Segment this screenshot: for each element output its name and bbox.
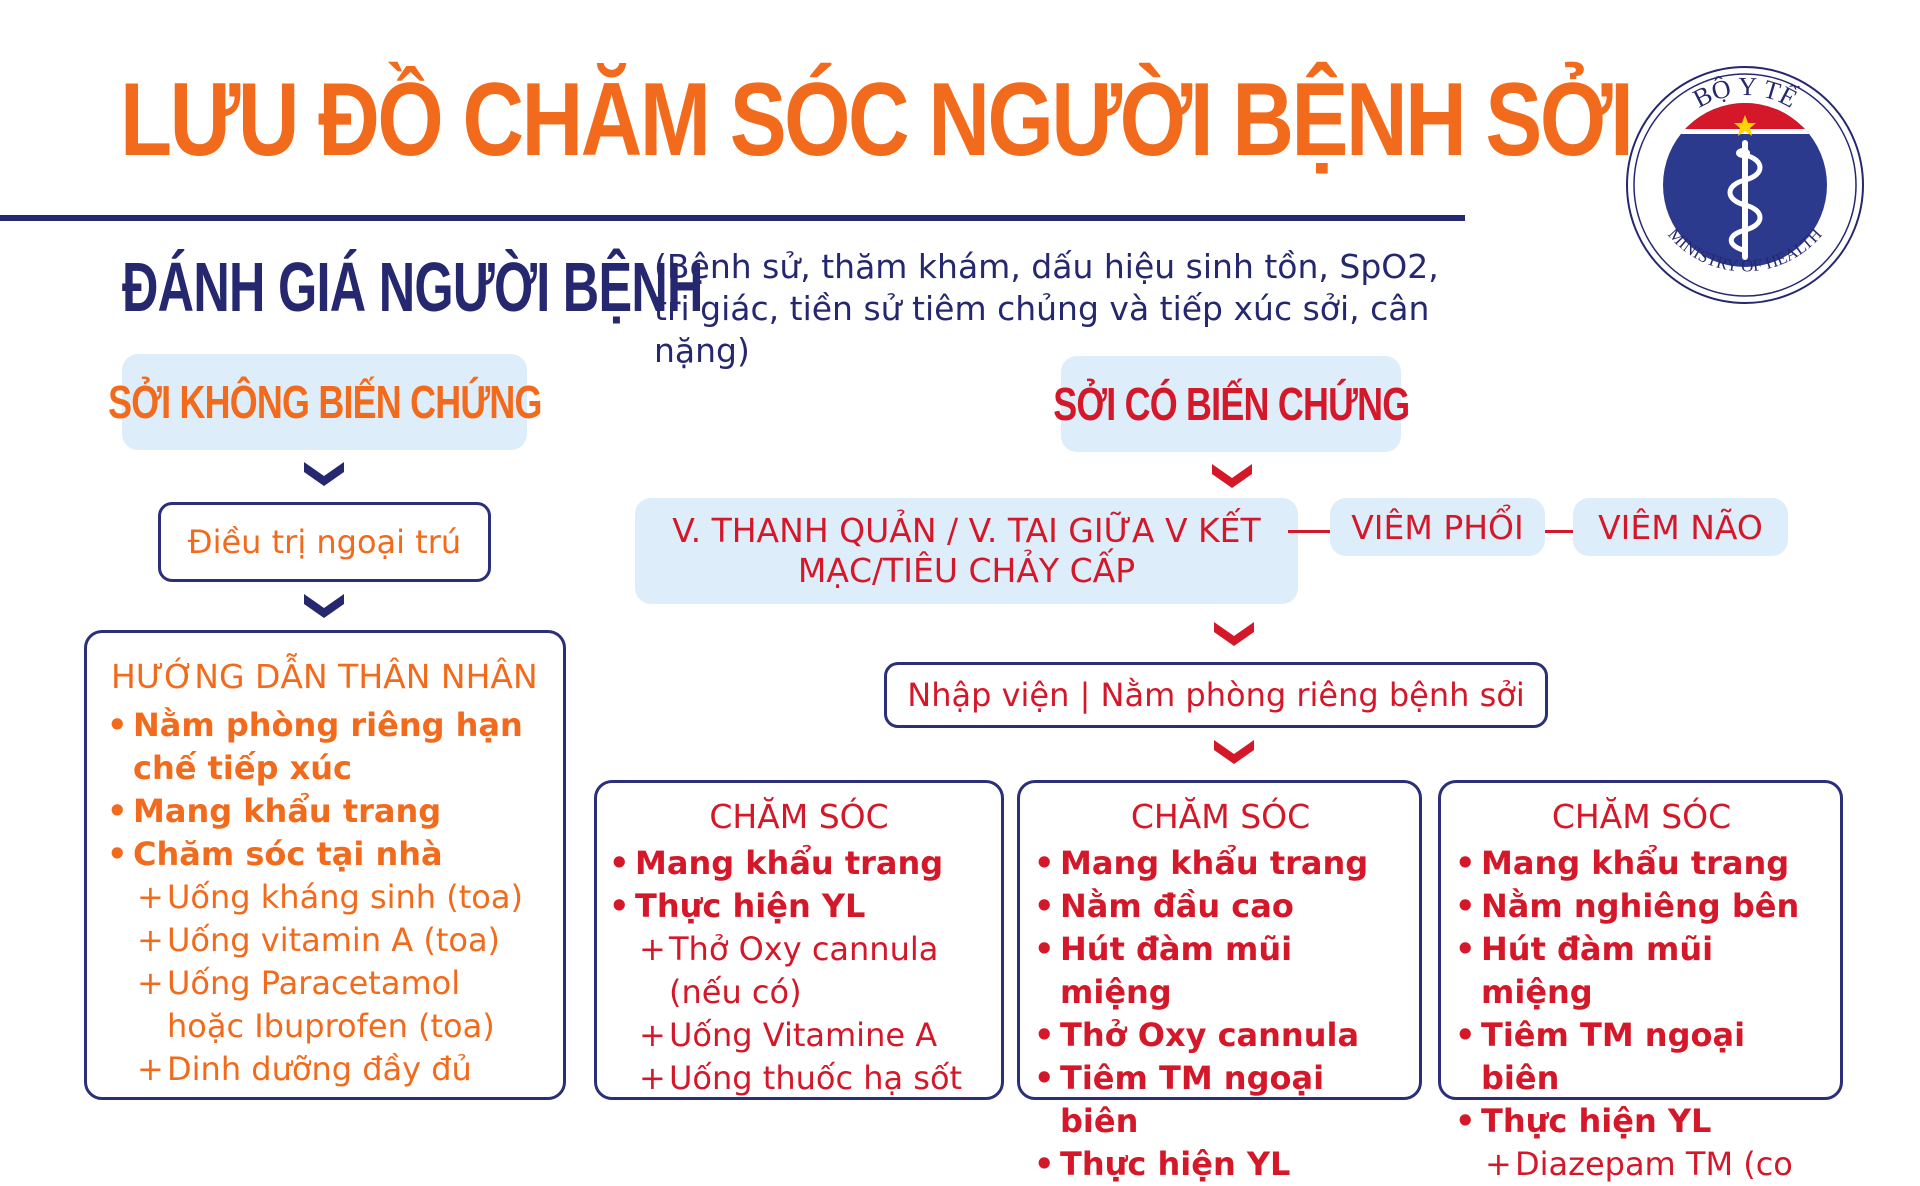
sub-item: Uống vitamin A (toa) <box>137 919 545 962</box>
sub-item: Uống Paracetamol hoặc Ibuprofen (toa) <box>137 962 545 1048</box>
sub-item: Uống Vitamine A <box>639 1014 989 1057</box>
sub-item: Uống thuốc hạ sốt <box>639 1057 989 1100</box>
uncomplicated-measles-box: SỞI KHÔNG BIẾN CHỨNG <box>108 354 542 450</box>
family-guide-list: Nằm phòng riêng hạn chế tiếp xúcMang khẩ… <box>107 704 545 1091</box>
uncomplicated-header: SỞI KHÔNG BIẾN CHỨNG <box>107 376 542 428</box>
admission-label: Nhập viện | Nằm phòng riêng bệnh sởi <box>907 676 1525 714</box>
complication-pneumonia-box: VIÊM PHỔI <box>1330 498 1545 556</box>
bullet-item: Chăm sóc tại nhà <box>107 833 545 876</box>
sub-item: Diazepam TM (co <box>1485 1143 1828 1186</box>
chevron-down-icon <box>1212 736 1256 766</box>
bullet-item: Mang khẩu trang <box>1455 842 1828 885</box>
title-divider <box>0 215 1465 221</box>
complication-pneumonia-label: VIÊM PHỔI <box>1351 507 1524 547</box>
complication-laryngitis-box: V. THANH QUẢN / V. TAI GIỮA V KẾT MẠC/TI… <box>635 498 1298 604</box>
care-list: Mang khẩu trangNằm đầu caoHút đàm mũi mi… <box>1034 842 1407 1186</box>
staff-of-asclepius-icon: BỘ Y TẾ MINISTRY OF HEALTH <box>1626 66 1864 304</box>
bullet-item: Hút đàm mũi miệng <box>1034 928 1407 1014</box>
bullet-item: Nằm nghiêng bên <box>1455 885 1828 928</box>
complicated-header: SỞI CÓ BIẾN CHỨNG <box>1052 378 1410 430</box>
bullet-item: Tiêm TM ngoại biên <box>1455 1014 1828 1100</box>
care-list: Mang khẩu trangNằm nghiêng bênHút đàm mũ… <box>1455 842 1828 1186</box>
chevron-down-icon <box>302 590 346 620</box>
bullet-item: Nằm phòng riêng hạn chế tiếp xúc <box>107 704 545 790</box>
assessment-heading: ĐÁNH GIÁ NGƯỜI BỆNH <box>122 248 703 326</box>
sub-item: Dinh dưỡng đầy đủ <box>137 1048 545 1091</box>
complication-laryngitis-label: V. THANH QUẢN / V. TAI GIỮA V KẾT MẠC/TI… <box>672 511 1261 590</box>
connector-line <box>1545 530 1573 533</box>
connector-line <box>1288 530 1330 533</box>
bullet-item: Hút đàm mũi miệng <box>1455 928 1828 1014</box>
ministry-logo: BỘ Y TẾ MINISTRY OF HEALTH <box>1615 45 1875 305</box>
chevron-down-icon <box>1210 460 1254 490</box>
sub-item: Thở Oxy cannula (nếu có) <box>639 928 989 1014</box>
bullet-item: Mang khẩu trang <box>609 842 989 885</box>
page-title: LƯU ĐỒ CHĂM SÓC NGƯỜI BỆNH SỞI <box>120 62 1634 178</box>
outpatient-label: Điều trị ngoại trú <box>187 523 462 561</box>
complication-encephalitis-label: VIÊM NÃO <box>1598 507 1763 547</box>
bullet-item: Tiêm TM ngoại biên <box>1034 1057 1407 1143</box>
bullet-item: Mang khẩu trang <box>1034 842 1407 885</box>
chevron-down-icon <box>302 458 346 488</box>
care-title: CHĂM SÓC <box>1130 797 1311 836</box>
bullet-item: Mang khẩu trang <box>107 790 545 833</box>
family-guide-title: HƯỚNG DẪN THÂN NHÂN <box>111 657 538 696</box>
assessment-note: (Bệnh sử, thăm khám, dấu hiệu sinh tồn, … <box>654 247 1439 370</box>
care-title: CHĂM SÓC <box>709 797 889 836</box>
bullet-item: Thở Oxy cannula <box>1034 1014 1407 1057</box>
family-guide-box: HƯỚNG DẪN THÂN NHÂN Nằm phòng riêng hạn … <box>84 630 566 1100</box>
sub-item: Uống kháng sinh (toa) <box>137 876 545 919</box>
care-list: Mang khẩu trangThực hiện YLThở Oxy cannu… <box>609 842 989 1100</box>
complication-encephalitis-box: VIÊM NÃO <box>1573 498 1788 556</box>
outpatient-box: Điều trị ngoại trú <box>158 502 491 582</box>
care-title: CHĂM SÓC <box>1551 797 1732 836</box>
bullet-item: Thực hiện YL <box>1034 1143 1407 1186</box>
complicated-measles-box: SỞI CÓ BIẾN CHỨNG <box>1053 356 1410 452</box>
chevron-down-icon <box>1212 618 1256 648</box>
care-column-laryngitis: CHĂM SÓC Mang khẩu trangThực hiện YLThở … <box>594 780 1004 1100</box>
bullet-item: Thực hiện YL <box>1455 1100 1828 1143</box>
bullet-item: Nằm đầu cao <box>1034 885 1407 928</box>
admission-box: Nhập viện | Nằm phòng riêng bệnh sởi <box>884 662 1548 728</box>
care-column-pneumonia: CHĂM SÓC Mang khẩu trangNằm đầu caoHút đ… <box>1017 780 1422 1186</box>
bullet-item: Thực hiện YL <box>609 885 989 928</box>
care-column-encephalitis: CHĂM SÓC Mang khẩu trangNằm nghiêng bênH… <box>1438 780 1843 1186</box>
